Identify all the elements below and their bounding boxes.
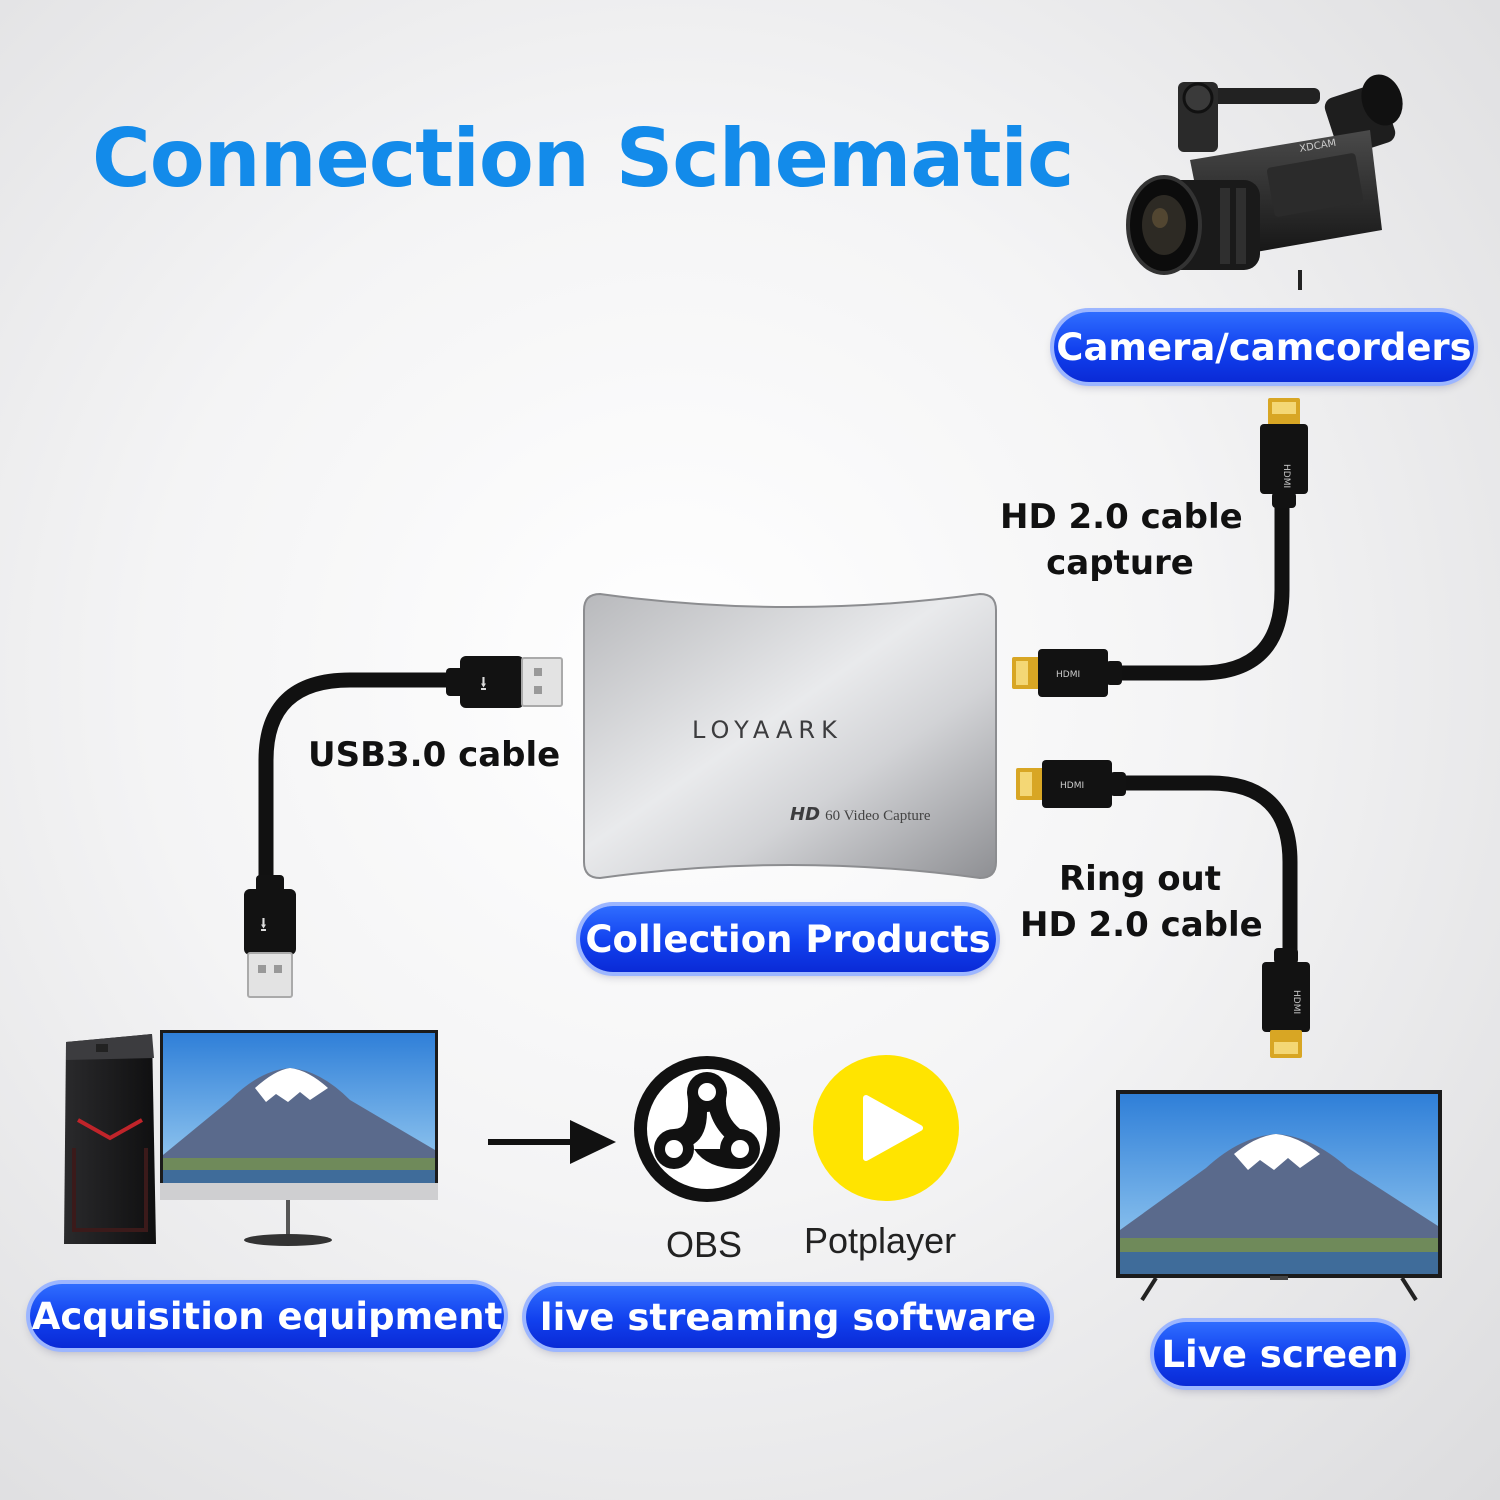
camera-pill-label: Camera/camcorders bbox=[1056, 325, 1472, 369]
svg-text:⭳: ⭳ bbox=[260, 912, 267, 936]
hdmi-text: HDMI bbox=[1281, 464, 1291, 488]
tv-icon bbox=[1116, 1090, 1442, 1302]
software-pill: live streaming software bbox=[526, 1286, 1050, 1348]
ring-out-line1: Ring out bbox=[1058, 859, 1222, 899]
ring-out-label: Ring out HD 2.0 cable bbox=[1020, 856, 1263, 948]
hdmi-connector-icon: HDMI bbox=[1262, 948, 1310, 1058]
ring-out-line2: HD 2.0 cable bbox=[1020, 905, 1263, 945]
monitor-icon bbox=[160, 1030, 438, 1246]
pc-tower-icon bbox=[64, 1034, 156, 1244]
hd-capture-line1: HD 2.0 cable bbox=[1000, 497, 1243, 537]
device-brand: LOYAARK bbox=[692, 716, 843, 744]
device-model-text: 60 Video Capture bbox=[825, 808, 931, 824]
hdmi-text: HDMI bbox=[1291, 990, 1301, 1014]
page-title: Connection Schematic bbox=[92, 112, 1074, 205]
device-model-prefix: HD bbox=[790, 804, 821, 825]
live-screen-pill: Live screen bbox=[1154, 1322, 1406, 1386]
potplayer-logo-icon bbox=[813, 1055, 959, 1201]
acquisition-pill: Acquisition equipment bbox=[30, 1284, 504, 1348]
arrow-right-icon bbox=[488, 1120, 616, 1164]
device-model: HD 60 Video Capture bbox=[790, 804, 931, 825]
hdmi-text: HDMI bbox=[1060, 781, 1084, 791]
hd-capture-line2: capture bbox=[1046, 543, 1194, 583]
capture-device-icon bbox=[583, 592, 997, 880]
collection-pill-label: Collection Products bbox=[585, 917, 991, 961]
svg-text:⭳: ⭳ bbox=[480, 671, 487, 695]
potplayer-label: Potplayer bbox=[804, 1220, 957, 1261]
hdmi-text: HDMI bbox=[1056, 670, 1080, 680]
acquisition-pill-label: Acquisition equipment bbox=[31, 1294, 503, 1338]
usb-cable-label: USB3.0 cable bbox=[308, 732, 561, 778]
software-pill-label: live streaming software bbox=[539, 1295, 1037, 1339]
obs-logo-icon bbox=[634, 1056, 780, 1202]
camera-pill: Camera/camcorders bbox=[1054, 312, 1474, 382]
usb-connector-icon: ⭳ bbox=[446, 656, 563, 708]
hdmi-connector-icon: HDMI bbox=[1012, 649, 1122, 697]
hdmi-connector-icon: HDMI bbox=[1260, 398, 1308, 508]
camcorder-icon: XDCAM bbox=[1126, 74, 1403, 290]
usb-connector-icon: ⭳ bbox=[244, 875, 296, 998]
obs-label: OBS bbox=[666, 1224, 743, 1265]
collection-pill: Collection Products bbox=[580, 906, 996, 972]
usb-cable-text: USB3.0 cable bbox=[308, 735, 561, 775]
hdmi-connector-icon: HDMI bbox=[1016, 760, 1126, 808]
live-screen-pill-label: Live screen bbox=[1161, 1332, 1399, 1376]
hd-capture-label: HD 2.0 cable capture bbox=[1000, 494, 1243, 586]
